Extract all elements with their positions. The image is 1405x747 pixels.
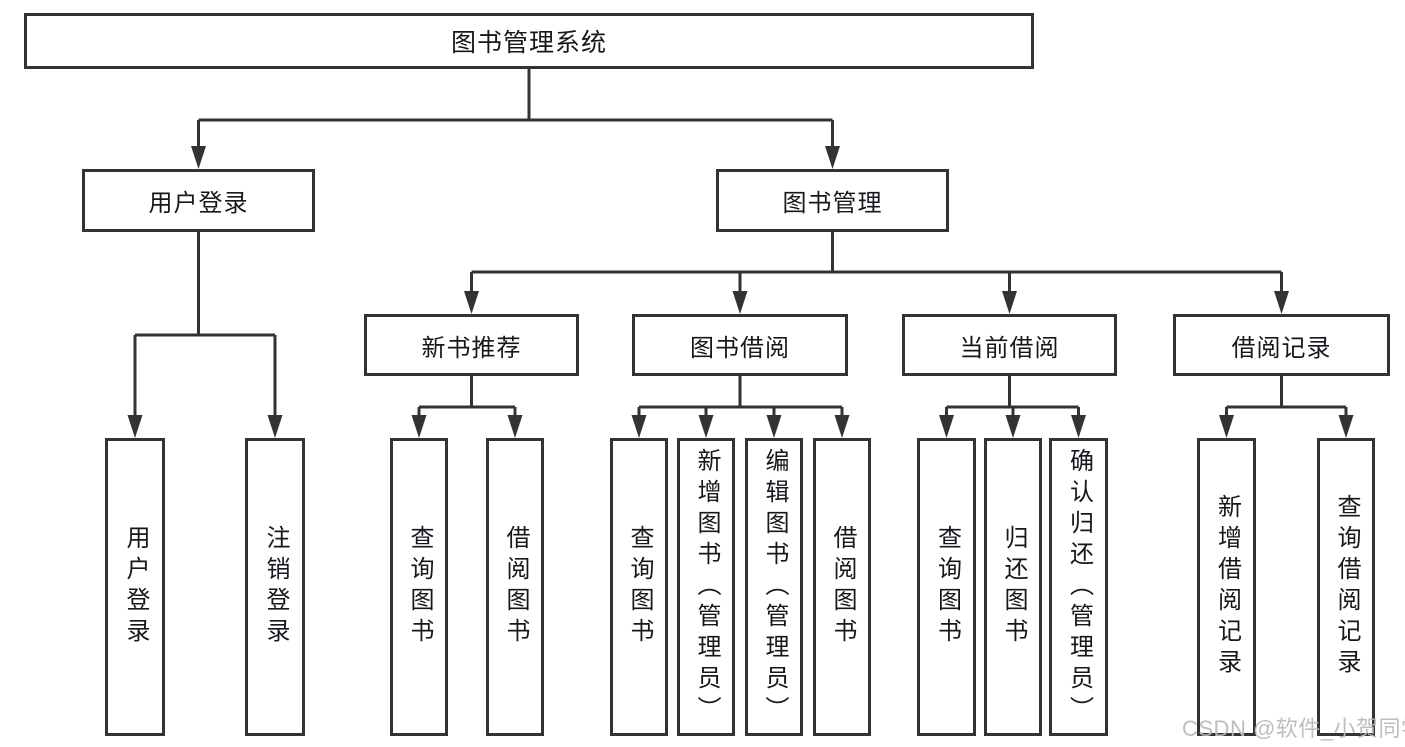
node-leaf-return-books: 归还图书 [984,438,1042,736]
node-leaf-logout: 注销登录 [245,438,305,736]
csdn-watermark: CSDN @软件_小贺同学 [1182,716,1405,741]
node-library-system: 图书管理系统 [24,13,1034,69]
node-leaf-add-borrow-record: 新增借阅记录 [1197,438,1256,736]
node-leaf-borrow-books-1: 借阅图书 [486,438,544,736]
node-leaf-return-books-label: 归还图书 [1000,525,1027,649]
node-user-login: 用户登录 [82,169,315,232]
node-leaf-query-books-3-label: 查询图书 [933,525,961,649]
node-leaf-confirm-return-admin-label: 确认归还（管理员） [1065,447,1093,727]
node-leaf-add-borrow-record-label: 新增借阅记录 [1213,494,1241,680]
node-leaf-logout-label: 注销登录 [262,525,289,649]
node-leaf-confirm-return-admin: 确认归还（管理员） [1049,438,1108,736]
node-leaf-query-books-2: 查询图书 [610,438,668,736]
node-new-book-recommend: 新书推荐 [364,314,579,376]
node-leaf-borrow-books-1-label: 借阅图书 [502,525,529,649]
node-leaf-user-login: 用户登录 [105,438,165,736]
node-leaf-query-borrow-record-label: 查询借阅记录 [1333,494,1360,680]
node-book-borrow: 图书借阅 [632,314,848,376]
node-leaf-query-books-1-label: 查询图书 [406,525,433,649]
node-leaf-edit-books-admin-label: 编辑图书（管理员） [761,447,788,727]
node-leaf-borrow-books-2: 借阅图书 [813,438,871,736]
node-leaf-query-books-2-label: 查询图书 [626,525,653,649]
node-current-borrow: 当前借阅 [902,314,1117,376]
node-leaf-query-books-1: 查询图书 [390,438,448,736]
node-leaf-add-books-admin-label: 新增图书（管理员） [693,447,720,727]
node-leaf-query-borrow-record: 查询借阅记录 [1317,438,1375,736]
node-leaf-query-books-3: 查询图书 [917,438,976,736]
node-book-management: 图书管理 [716,169,949,232]
node-leaf-user-login-label: 用户登录 [122,525,149,649]
node-leaf-borrow-books-2-label: 借阅图书 [829,525,856,649]
node-borrow-records: 借阅记录 [1173,314,1390,376]
node-leaf-edit-books-admin: 编辑图书（管理员） [745,438,803,736]
node-leaf-add-books-admin: 新增图书（管理员） [677,438,735,736]
